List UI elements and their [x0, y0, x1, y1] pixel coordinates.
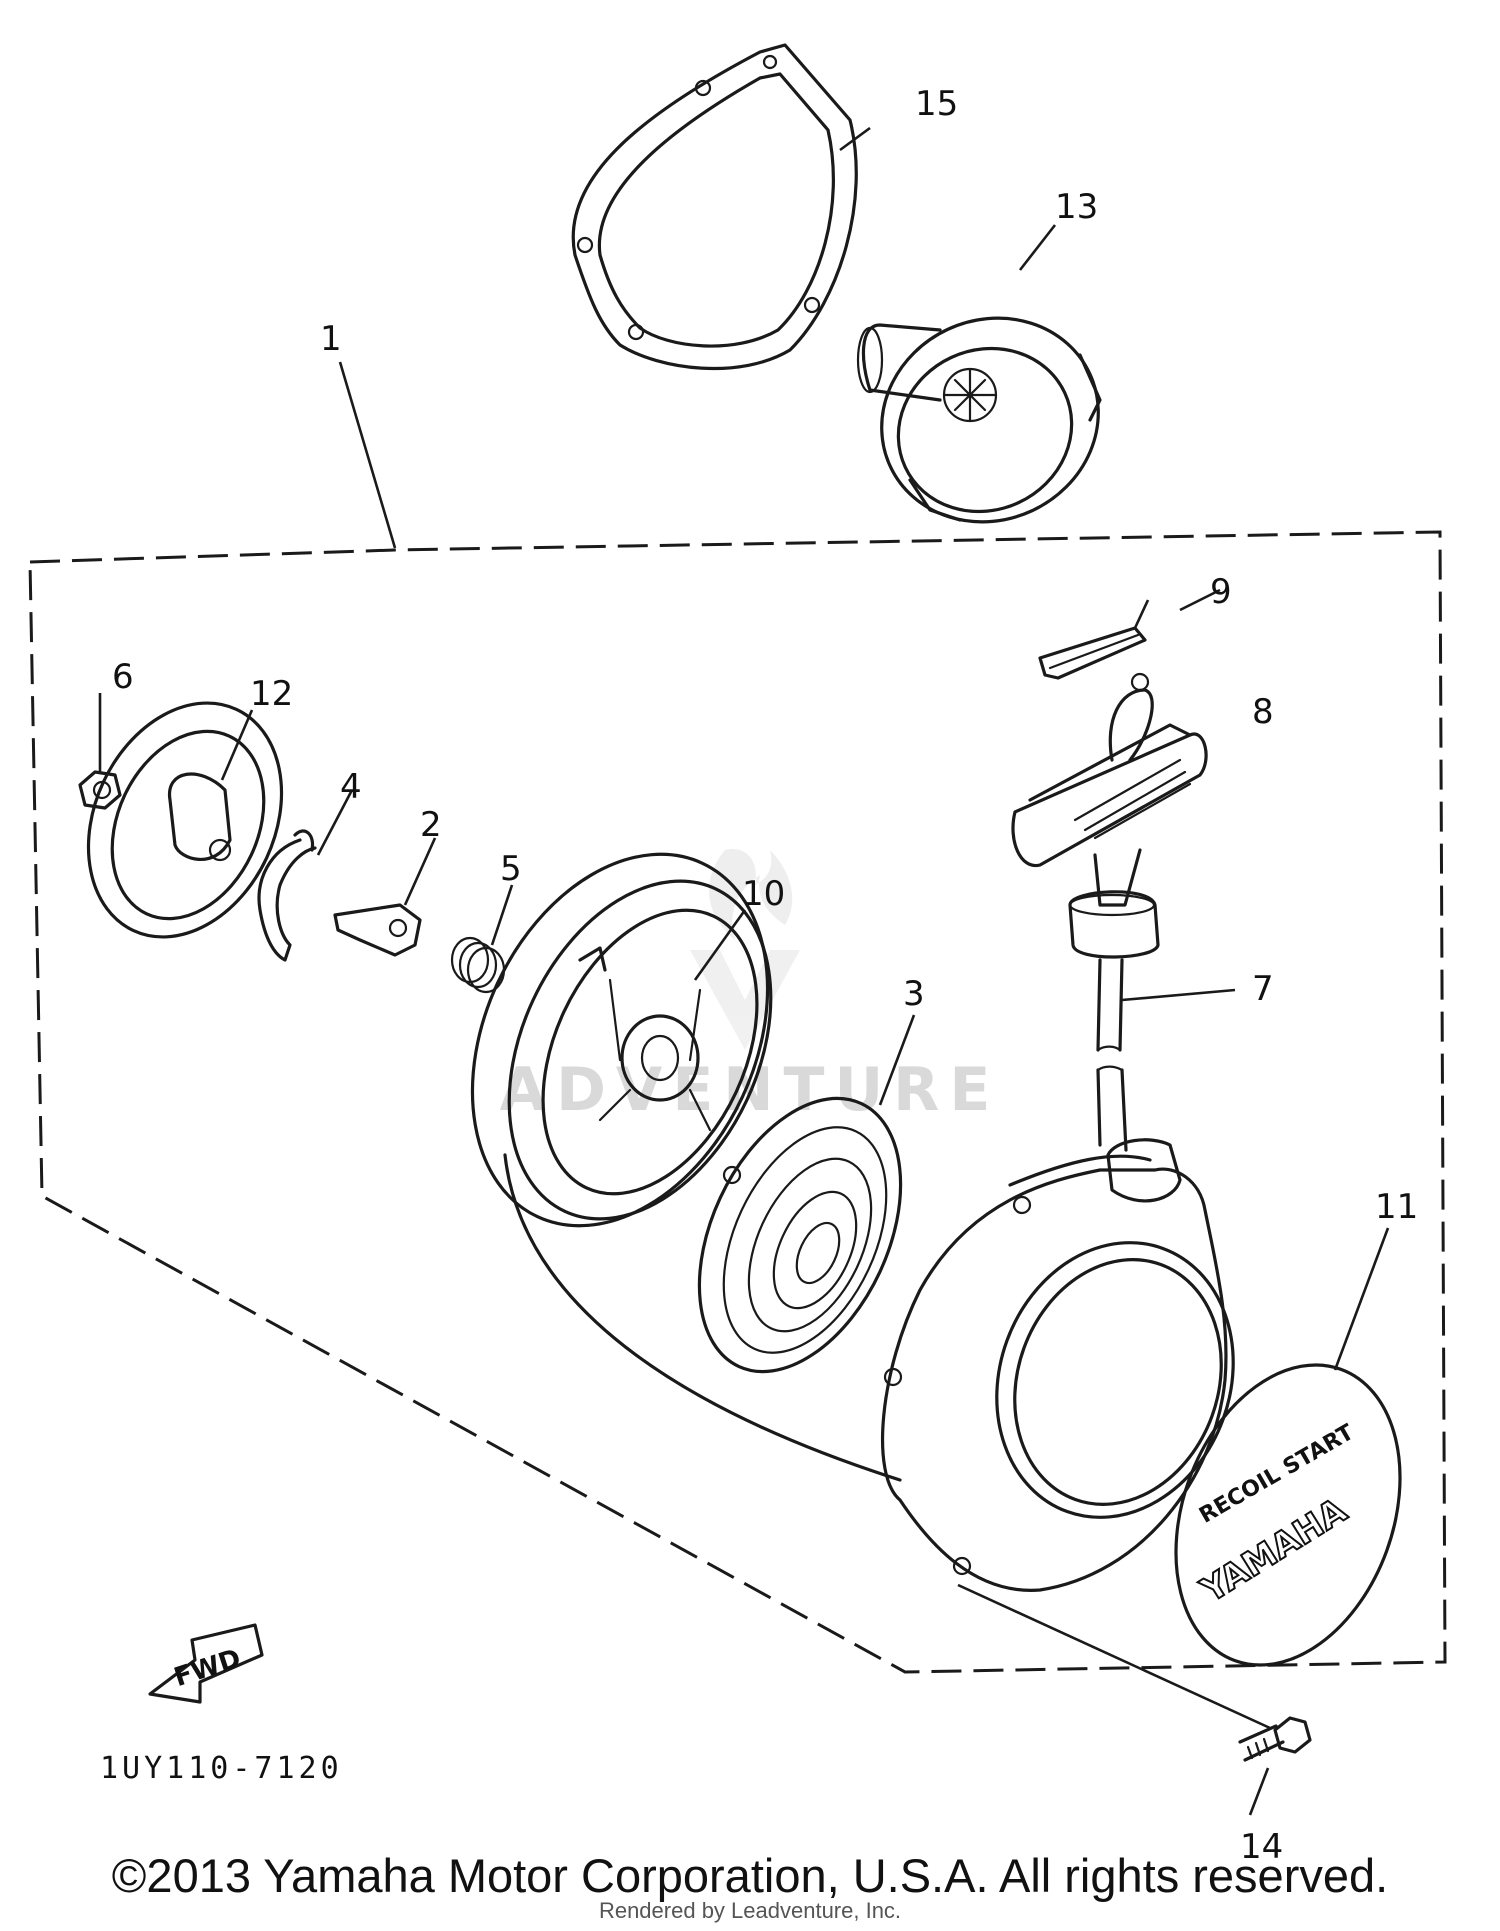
callout-14: 14	[1240, 1827, 1283, 1867]
callout-8: 8	[1252, 692, 1274, 732]
fwd-label: FWD	[171, 1644, 245, 1694]
assembly-outline	[28, 530, 1447, 1674]
starter-rope-part	[1096, 958, 1128, 1152]
nut-part	[78, 770, 122, 810]
rendered-by-notice: Rendered by Leadventure, Inc.	[598, 1898, 902, 1923]
leader-lines	[98, 126, 1390, 1816]
friction-spring-part	[257, 829, 317, 962]
gasket-part	[571, 43, 858, 371]
bolt-part	[1238, 1716, 1312, 1762]
recoil-spring-part	[697, 1096, 903, 1374]
emblem-part: RECOIL START YAMAHA	[1174, 1363, 1402, 1667]
callout-10: 10	[742, 874, 785, 914]
callout-5: 5	[500, 849, 522, 889]
copyright-notice: ©2013 Yamaha Motor Corporation, U.S.A. A…	[111, 1849, 1389, 1902]
ratchet-pawl-part	[333, 903, 422, 957]
callout-12: 12	[250, 674, 293, 714]
callout-3: 3	[903, 974, 925, 1014]
callout-1: 1	[320, 319, 342, 359]
callout-numbers: 1 2 3 4 5 6 7 8 9 10 11 12 13 14 15	[112, 84, 1418, 1867]
callout-15: 15	[915, 84, 958, 124]
drive-pulley-part	[856, 316, 1102, 524]
sheave-drum-part	[470, 852, 773, 1228]
starter-case-part	[503, 1138, 1235, 1592]
cover-clip-part	[1038, 626, 1147, 680]
starter-handle-part	[1011, 672, 1208, 959]
callout-4: 4	[340, 767, 362, 807]
callout-6: 6	[112, 657, 134, 697]
callout-11: 11	[1375, 1187, 1418, 1227]
watermark-logo	[690, 849, 800, 1050]
forward-direction-arrow: FWD	[148, 1623, 264, 1704]
callout-2: 2	[420, 805, 442, 845]
callout-7: 7	[1252, 969, 1274, 1009]
callout-9: 9	[1210, 572, 1232, 612]
callout-13: 13	[1055, 187, 1098, 227]
drawing-code: 1UY110-7120	[100, 1751, 343, 1786]
